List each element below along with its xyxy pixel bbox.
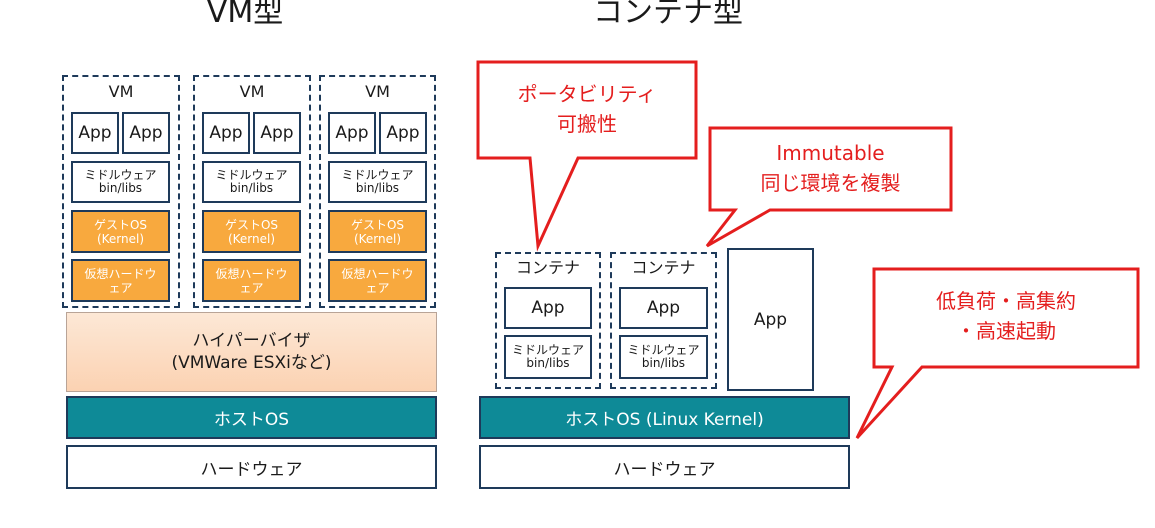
container-label: コンテナ bbox=[631, 258, 696, 277]
container-hardware-layer: ハードウェア bbox=[479, 445, 850, 489]
bare-app-box: App bbox=[727, 248, 814, 391]
vm-app-box: App bbox=[202, 112, 250, 154]
vm-guest-os-box: ゲストOS (Kernel) bbox=[202, 210, 301, 253]
callout-immutable-shape bbox=[705, 126, 953, 248]
vm-column-1 bbox=[62, 75, 180, 308]
callout-portability-shape bbox=[476, 60, 698, 252]
vm-host-os-layer: ホストOS bbox=[66, 396, 437, 439]
vm-app-box: App bbox=[71, 112, 119, 154]
callout-performance-shape bbox=[855, 267, 1140, 440]
callout-portability-text: ポータビリティ 可搬性 bbox=[517, 82, 657, 136]
vm-label: VM bbox=[239, 82, 265, 101]
callout-immutable-text: Immutable 同じ環境を複製 bbox=[760, 141, 901, 195]
vm-middleware-box: ミドルウェア bin/libs bbox=[202, 161, 301, 203]
container-box-1 bbox=[495, 252, 601, 389]
vm-middleware-box: ミドルウェア bin/libs bbox=[328, 161, 427, 203]
container-host-os-layer: ホストOS (Linux Kernel) bbox=[479, 396, 850, 439]
container-box-2 bbox=[610, 252, 717, 389]
container-middleware-box: ミドルウェア bin/libs bbox=[504, 335, 592, 379]
vm-virtual-hardware-box: 仮想ハードウ ェア bbox=[202, 259, 301, 302]
vm-column-3 bbox=[319, 75, 436, 308]
vm-middleware-box: ミドルウェア bin/libs bbox=[71, 161, 170, 203]
vm-guest-os-box: ゲストOS (Kernel) bbox=[71, 210, 170, 253]
vm-hardware-layer: ハードウェア bbox=[66, 445, 437, 489]
container-app-box: App bbox=[504, 287, 592, 329]
vm-type-title: VM型 bbox=[206, 0, 284, 30]
container-app-box: App bbox=[619, 287, 708, 329]
vm-app-box: App bbox=[122, 112, 170, 154]
vm-guest-os-box: ゲストOS (Kernel) bbox=[328, 210, 427, 253]
vm-label: VM bbox=[108, 82, 134, 101]
vm-virtual-hardware-box: 仮想ハードウ ェア bbox=[71, 259, 170, 302]
vm-virtual-hardware-box: 仮想ハードウ ェア bbox=[328, 259, 427, 302]
container-type-title: コンテナ型 bbox=[593, 0, 743, 30]
vm-column-2 bbox=[193, 75, 311, 308]
container-label: コンテナ bbox=[515, 258, 580, 277]
vm-app-box: App bbox=[253, 112, 301, 154]
vm-label: VM bbox=[365, 82, 390, 101]
vm-app-box: App bbox=[379, 112, 427, 154]
container-middleware-box: ミドルウェア bin/libs bbox=[619, 335, 708, 379]
vm-app-box: App bbox=[328, 112, 376, 154]
callout-performance-text: 低負荷・高集約 ・高速起動 bbox=[936, 289, 1076, 343]
hypervisor-layer: ハイパーバイザ (VMWare ESXiなど) bbox=[66, 312, 437, 392]
